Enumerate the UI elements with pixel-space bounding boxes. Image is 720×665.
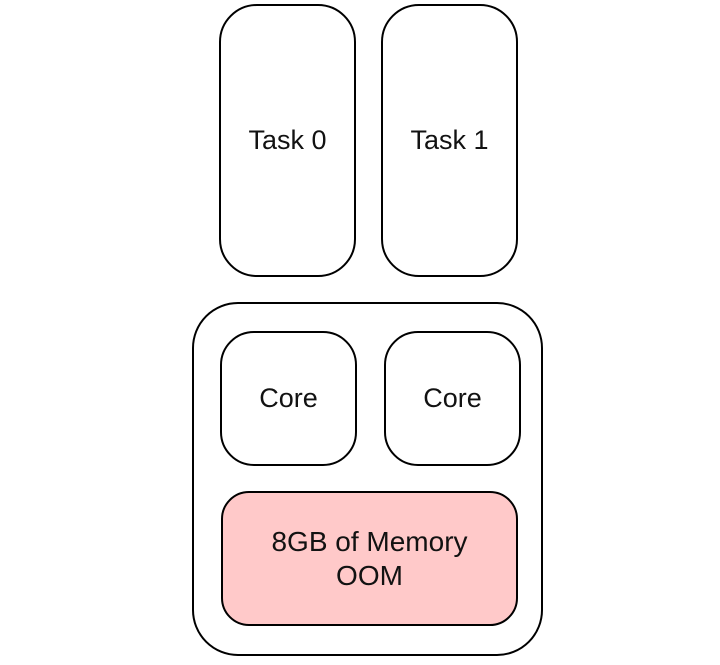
machine-box: Core Core 8GB of Memory OOM bbox=[192, 302, 543, 656]
core-0-label: Core bbox=[259, 383, 318, 413]
core-0-box: Core bbox=[220, 331, 357, 466]
task-1-label: Task 1 bbox=[410, 125, 489, 155]
memory-capacity-label: 8GB of Memory bbox=[271, 525, 468, 557]
memory-box: 8GB of Memory OOM bbox=[221, 491, 518, 626]
core-1-box: Core bbox=[384, 331, 521, 466]
task-1-box: Task 1 bbox=[381, 4, 518, 277]
core-1-label: Core bbox=[423, 383, 482, 413]
task-0-box: Task 0 bbox=[219, 4, 356, 277]
memory-oom-label: OOM bbox=[336, 559, 403, 591]
task-0-label: Task 0 bbox=[248, 125, 327, 155]
